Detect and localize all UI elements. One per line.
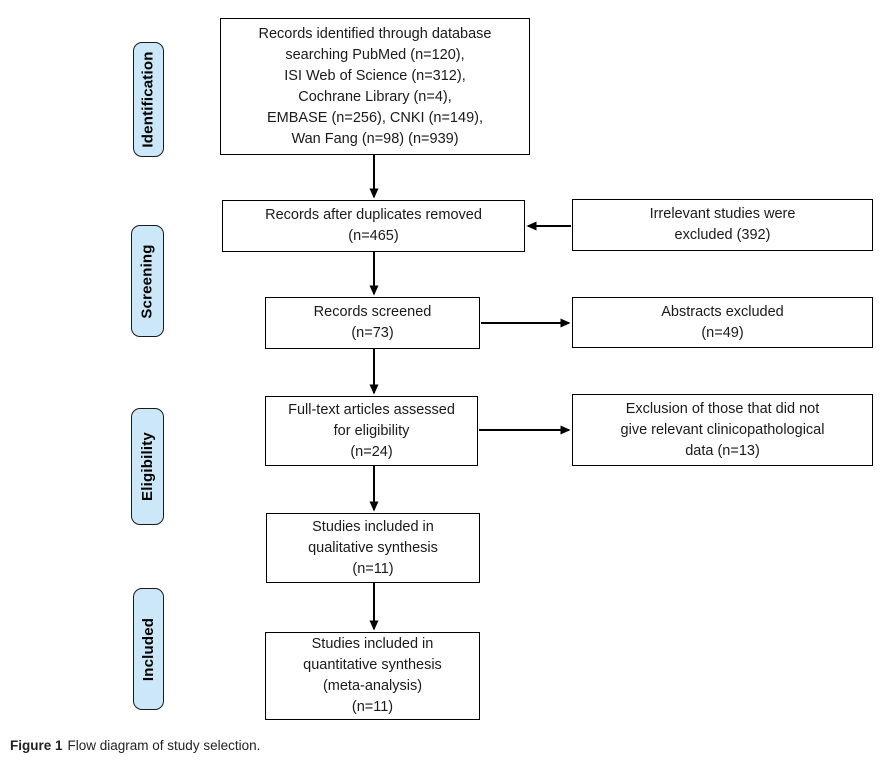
- stage-label-included-text: Included: [140, 617, 157, 681]
- figure-caption-text: Flow diagram of study selection.: [67, 738, 261, 753]
- stage-label-identification: Identification: [133, 42, 164, 157]
- stage-label-identification-text: Identification: [140, 51, 158, 148]
- flow-box-duplicates-removed: Records after duplicates removed (n=465): [222, 200, 525, 252]
- flow-box-qualitative-synthesis: Studies included in qualitative synthesi…: [266, 513, 480, 583]
- flow-box-exclusion-no-data: Exclusion of those that did not give rel…: [572, 394, 873, 466]
- flow-box-quantitative-synthesis: Studies included in quantitative synthes…: [265, 632, 480, 720]
- flow-box-records-identified: Records identified through database sear…: [220, 18, 530, 155]
- stage-label-eligibility-text: Eligibility: [139, 432, 156, 501]
- flow-box-irrelevant-excluded: Irrelevant studies were excluded (392): [572, 199, 873, 251]
- flow-box-abstracts-excluded: Abstracts excluded (n=49): [572, 297, 873, 348]
- stage-label-eligibility: Eligibility: [131, 408, 164, 525]
- figure-caption: Figure 1 Flow diagram of study selection.: [10, 738, 260, 753]
- flow-box-fulltext-assessed: Full-text articles assessed for eligibil…: [265, 396, 478, 466]
- figure-caption-label: Figure 1: [10, 738, 63, 753]
- stage-label-included: Included: [133, 588, 164, 710]
- flow-box-records-screened: Records screened (n=73): [265, 297, 480, 349]
- stage-label-screening-text: Screening: [139, 243, 157, 319]
- stage-label-screening: Screening: [131, 225, 164, 337]
